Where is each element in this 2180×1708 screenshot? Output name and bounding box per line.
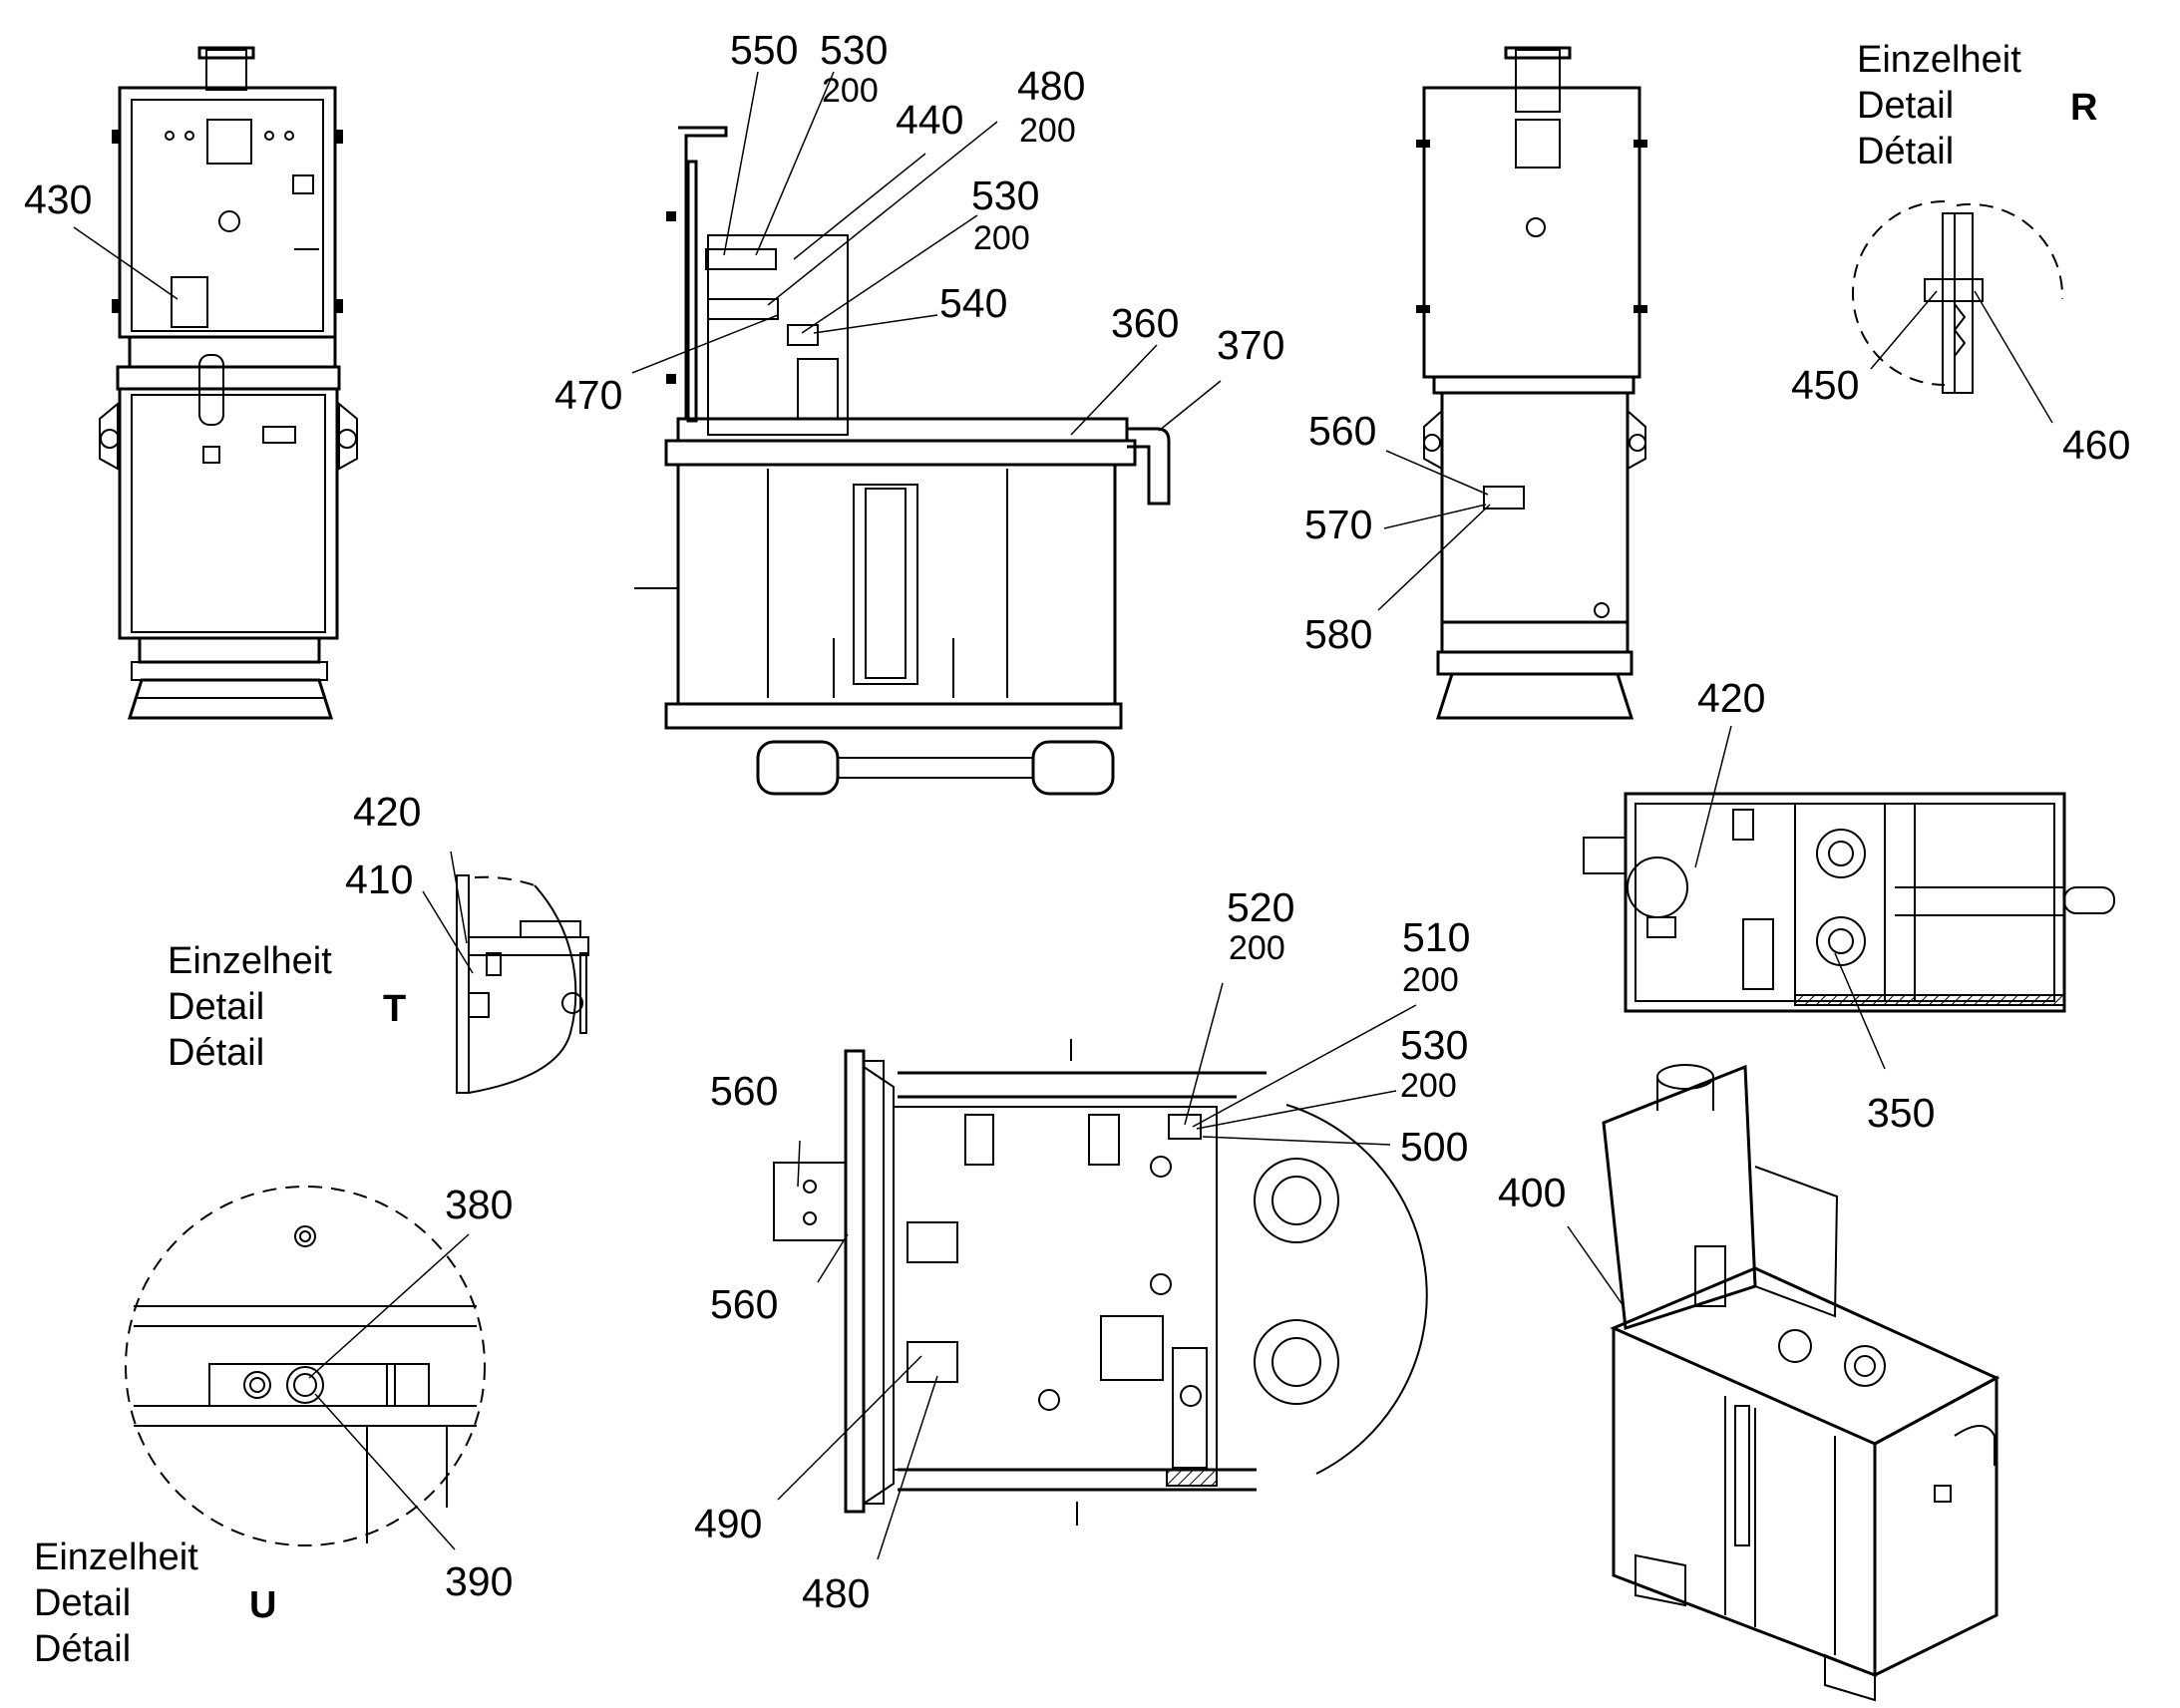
detail-u-letter: U — [249, 1584, 276, 1626]
base-plan-view — [773, 1039, 1428, 1526]
callout-560-base-top: 560 — [710, 1068, 778, 1114]
detail-r — [1852, 200, 2064, 394]
detail-caption-t: Einzelheit Detail Détail T — [168, 940, 406, 1074]
callout-500: 500 — [1400, 1124, 1468, 1170]
callout-580: 580 — [1304, 611, 1372, 657]
callout-410: 410 — [345, 856, 413, 902]
callout-440: 440 — [896, 97, 963, 143]
detail-r-word-3: Détail — [1857, 131, 1954, 172]
callout-380: 380 — [445, 1182, 513, 1227]
detail-caption-u: Einzelheit Detail Détail U — [34, 1537, 276, 1670]
callout-570: 570 — [1304, 502, 1372, 547]
callout-530-base: 530 — [1400, 1022, 1468, 1068]
detail-t-word-3: Détail — [168, 1032, 264, 1074]
callout-480-top: 480 — [1017, 63, 1085, 109]
callout-530-mid: 530 — [971, 172, 1039, 218]
callout-560-rear: 560 — [1308, 408, 1376, 454]
callout-540: 540 — [939, 280, 1007, 326]
detail-u-word-1: Einzelheit — [34, 1537, 198, 1578]
callout-420-plan: 420 — [1697, 675, 1765, 721]
callout-530-base-sub: 200 — [1400, 1067, 1457, 1105]
callout-390: 390 — [445, 1558, 513, 1604]
callout-530-top-sub: 200 — [822, 72, 879, 110]
callout-350: 350 — [1867, 1090, 1935, 1136]
callout-480-base: 480 — [802, 1570, 870, 1616]
callout-420-detail: 420 — [353, 789, 421, 835]
leader-lines — [73, 71, 2053, 1560]
callout-450: 450 — [1791, 362, 1859, 408]
callout-490: 490 — [694, 1501, 762, 1546]
detail-u-word-2: Detail — [34, 1582, 131, 1624]
detail-t-word-2: Detail — [168, 986, 264, 1028]
detail-u — [125, 1186, 486, 1546]
front-view — [99, 46, 358, 720]
detail-t-letter: T — [383, 988, 406, 1030]
callout-470: 470 — [554, 372, 622, 418]
callout-520: 520 — [1227, 884, 1294, 930]
detail-r-word-1: Einzelheit — [1857, 39, 2021, 81]
side-view — [634, 126, 1171, 796]
plan-view — [1583, 792, 2115, 1013]
callout-400: 400 — [1498, 1170, 1566, 1215]
callout-530-top: 530 — [820, 27, 888, 73]
callout-560-base-bottom: 560 — [710, 1281, 778, 1327]
callout-labels: 430 550 530 200 440 480 200 530 200 540 … — [24, 27, 2130, 1616]
callout-460: 460 — [2062, 422, 2130, 468]
callout-530-mid-sub: 200 — [973, 219, 1030, 257]
callout-360: 360 — [1111, 300, 1179, 346]
callout-480-top-sub: 200 — [1019, 112, 1076, 150]
callout-550: 550 — [730, 27, 798, 73]
callout-430: 430 — [24, 176, 92, 222]
callout-510-sub: 200 — [1402, 961, 1459, 999]
isometric-view — [1602, 1064, 2000, 1702]
detail-r-word-2: Detail — [1857, 85, 1954, 127]
detail-t-word-1: Einzelheit — [168, 940, 332, 982]
detail-u-word-3: Détail — [34, 1628, 131, 1670]
rear-view — [1416, 46, 1647, 720]
callout-520-sub: 200 — [1229, 929, 1285, 967]
detail-caption-r: Einzelheit Detail Détail R — [1857, 39, 2097, 172]
callout-510: 510 — [1402, 914, 1470, 960]
detail-r-letter: R — [2070, 87, 2097, 129]
callout-370: 370 — [1217, 322, 1284, 368]
detail-t — [456, 874, 589, 1094]
